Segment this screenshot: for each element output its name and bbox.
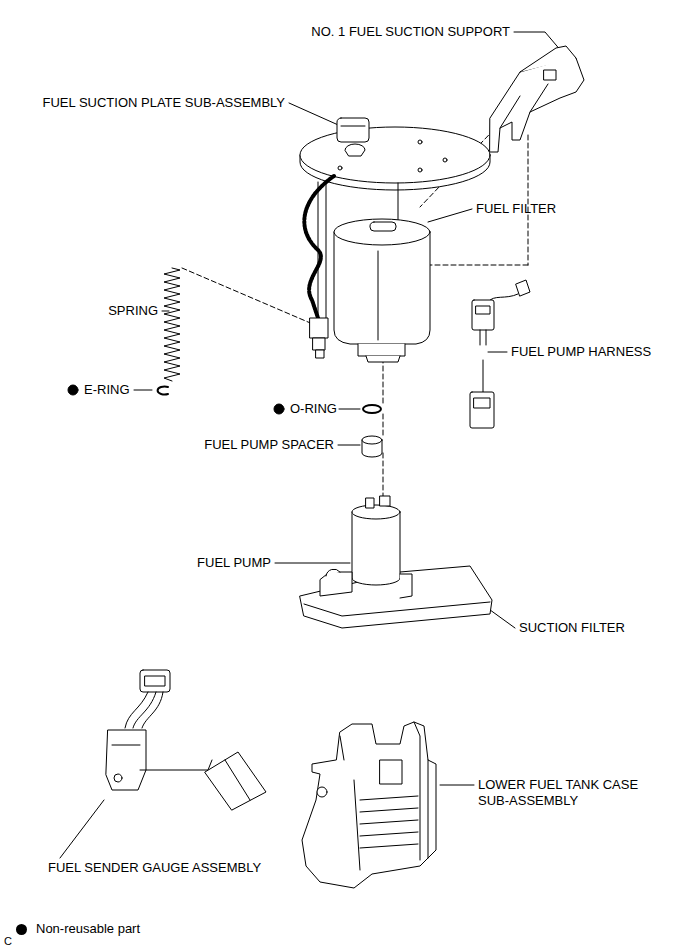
legend: Non-reusable part (16, 921, 140, 937)
fuel-filter (334, 219, 430, 362)
part-label: FUEL PUMP SPACER (204, 437, 334, 453)
part-label: O-RING (290, 401, 337, 417)
part-label: LOWER FUEL TANK CASE SUB-ASSEMBLY (478, 777, 648, 809)
part-label: FUEL SUCTION PLATE SUB-ASSEMBLY (43, 95, 285, 111)
assembly-lines (182, 118, 528, 497)
part-label: FUEL SENDER GAUGE ASSEMBLY (48, 860, 261, 876)
o-ring (363, 405, 381, 413)
part-label: E-RING (84, 382, 130, 398)
part-label: NO. 1 FUEL SUCTION SUPPORT (311, 24, 510, 40)
fuel-pump (300, 496, 492, 628)
leader-lines (60, 32, 562, 858)
spring (164, 268, 180, 381)
lower-tank-case (302, 722, 436, 888)
pump-spacer (362, 436, 382, 457)
sender-gauge (106, 670, 266, 810)
figure-code: C (4, 933, 12, 949)
legend-text: Non-reusable part (36, 921, 140, 937)
part-label: SUCTION FILTER (519, 620, 625, 636)
suction-support (490, 46, 584, 152)
e-ring (158, 387, 168, 395)
part-label: FUEL PUMP HARNESS (511, 344, 651, 360)
legend-swatch (16, 924, 27, 935)
non-reusable-dot (68, 385, 78, 395)
part-label: FUEL FILTER (476, 201, 556, 217)
non-reusable-dot (274, 404, 284, 414)
part-label: FUEL PUMP (197, 555, 271, 571)
legend-row: Non-reusable part (16, 921, 140, 937)
part-label: SPRING (108, 303, 158, 319)
internal-harness (304, 176, 334, 358)
